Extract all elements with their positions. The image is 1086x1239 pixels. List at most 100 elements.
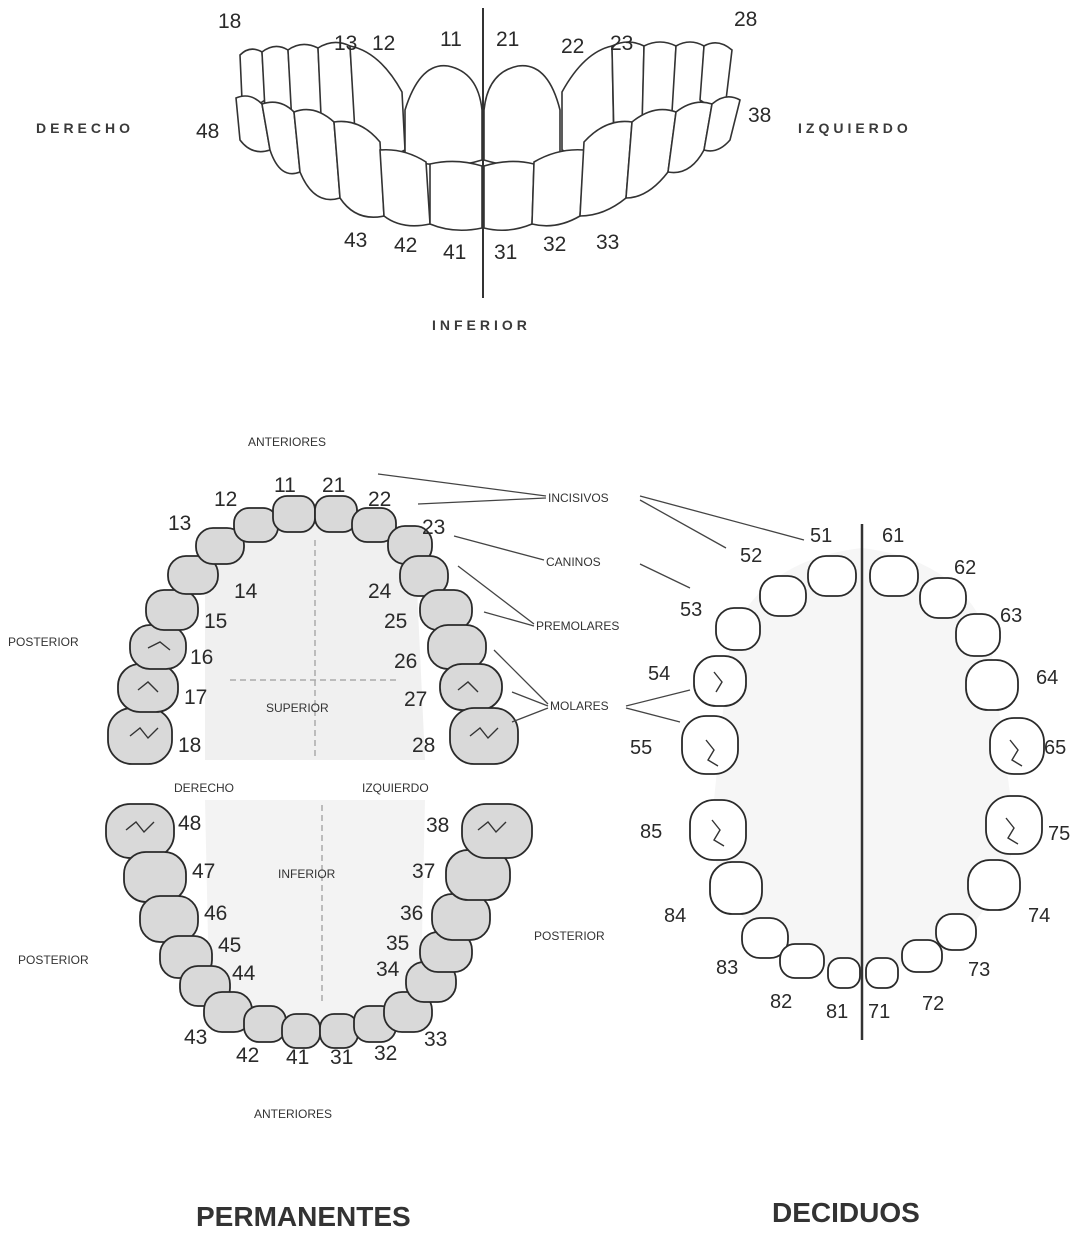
tooth-number: 52	[740, 545, 762, 567]
arrow	[626, 690, 690, 706]
tooth-crown	[760, 576, 806, 616]
tooth-number: 21	[322, 474, 345, 497]
deciduous-arch: 55 54 53 52 51 61 62 63 64 65 85 84 83 8…	[630, 524, 1070, 1228]
tooth-number: 65	[1044, 737, 1066, 759]
tooth-number: 33	[424, 1028, 447, 1051]
tooth-number: 35	[386, 932, 409, 955]
tooth-crown	[108, 708, 172, 764]
tooth-number: 43	[344, 229, 367, 252]
tooth-number: 17	[184, 686, 207, 709]
front-view: 18 13 12 11 21 22 23 28 48 38 43 42 41 3…	[36, 8, 912, 333]
tooth-crown	[450, 708, 518, 764]
label-posterior: POSTERIOR	[18, 953, 89, 967]
tooth-number: 11	[440, 28, 462, 51]
tooth-crown	[234, 508, 278, 542]
tooth-crown	[146, 590, 198, 630]
tooth-shape	[626, 110, 676, 198]
tooth-number: 48	[178, 812, 201, 835]
tooth-crown	[106, 804, 174, 858]
tooth-number: 34	[376, 958, 400, 981]
tooth-number: 24	[368, 580, 392, 603]
arrow	[640, 564, 690, 588]
tooth-crown	[428, 625, 486, 669]
tooth-number: 55	[630, 737, 652, 759]
caption-permanentes: PERMANENTES	[196, 1201, 411, 1232]
tooth-number: 81	[826, 1001, 848, 1023]
tooth-crown	[694, 656, 746, 706]
tooth-crown	[808, 556, 856, 596]
label-superior: SUPERIOR	[266, 701, 329, 715]
tooth-crown	[828, 958, 860, 988]
label-izquierdo: IZQUIERDO	[798, 120, 912, 136]
tooth-number: 44	[232, 962, 256, 985]
tooth-number: 12	[214, 488, 237, 511]
tooth-number: 16	[190, 646, 213, 669]
tooth-number: 28	[734, 8, 757, 31]
caption-deciduos: DECIDUOS	[772, 1197, 920, 1228]
tooth-number: 47	[192, 860, 215, 883]
label-derecho: DERECHO	[174, 781, 234, 795]
tooth-number: 31	[494, 241, 517, 264]
tooth-number: 15	[204, 610, 227, 633]
tooth-number: 75	[1048, 823, 1070, 845]
label-posterior: POSTERIOR	[534, 929, 605, 943]
tooth-number: 22	[368, 488, 391, 511]
tooth-shape	[294, 110, 340, 200]
tooth-number: 41	[286, 1046, 309, 1069]
label-posterior: POSTERIOR	[8, 635, 79, 649]
tooth-number: 38	[426, 814, 449, 837]
tooth-number: 46	[204, 902, 227, 925]
arrow	[512, 708, 548, 722]
tooth-number: 61	[882, 525, 904, 547]
tooth-crown	[130, 625, 186, 669]
tooth-shape	[484, 161, 534, 230]
label-derecho: DERECHO	[36, 120, 134, 136]
tooth-shape	[700, 43, 732, 105]
tooth-crown	[315, 496, 357, 532]
tooth-number: 23	[610, 32, 633, 55]
tooth-number: 11	[274, 474, 296, 497]
tooth-number: 42	[394, 234, 417, 257]
tooth-number: 32	[543, 233, 566, 256]
tooth-crown	[780, 944, 824, 978]
arrow	[454, 536, 544, 560]
tooth-number: 37	[412, 860, 435, 883]
tooth-crown	[710, 862, 762, 914]
tooth-number: 27	[404, 688, 427, 711]
tooth-number: 41	[443, 241, 466, 264]
arrow	[378, 474, 546, 496]
tooth-crown	[870, 556, 918, 596]
tooth-number: 51	[810, 525, 832, 547]
tooth-number: 18	[218, 10, 241, 33]
permanent-arch: 18 17 16 15 14 13 12 11 21 22 23 24 25 2…	[8, 435, 605, 1232]
tooth-number: 14	[234, 580, 258, 603]
label-premolares: PREMOLARES	[536, 619, 619, 633]
tooth-shape	[405, 66, 482, 166]
tooth-crown	[420, 590, 472, 630]
tooth-number: 25	[384, 610, 407, 633]
tooth-crown	[716, 608, 760, 650]
tooth-number: 28	[412, 734, 435, 757]
tooth-number: 83	[716, 957, 738, 979]
tooth-crown	[282, 1014, 320, 1048]
tooth-number: 85	[640, 821, 662, 843]
tooth-shape	[430, 161, 482, 230]
tooth-number: 43	[184, 1026, 207, 1049]
tooth-crown	[320, 1014, 358, 1048]
arrow	[626, 708, 680, 722]
tooth-crown	[866, 958, 898, 988]
tooth-number: 32	[374, 1042, 397, 1065]
tooth-number: 42	[236, 1044, 259, 1067]
tooth-number: 18	[178, 734, 201, 757]
tooth-number: 64	[1036, 667, 1058, 689]
tooth-number: 13	[168, 512, 191, 535]
tooth-crown	[440, 664, 502, 710]
tooth-number: 31	[330, 1046, 353, 1069]
tooth-number: 72	[922, 993, 944, 1015]
tooth-crown	[124, 852, 186, 902]
tooth-number: 62	[954, 557, 976, 579]
tooth-shape	[484, 66, 560, 166]
tooth-number: 48	[196, 120, 219, 143]
